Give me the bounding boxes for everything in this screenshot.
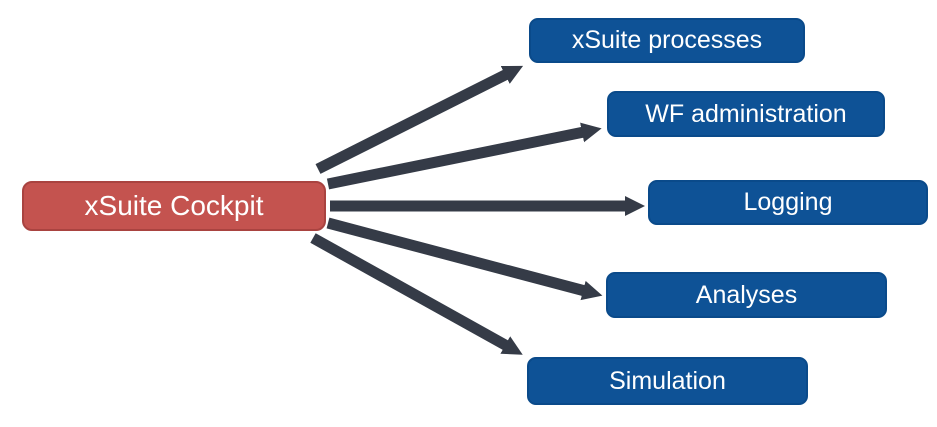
- node-xsuite-processes-label: xSuite processes: [571, 26, 763, 54]
- node-xsuite-cockpit: xSuite Cockpit: [22, 181, 326, 231]
- node-wf-administration-label: WF administration: [645, 99, 847, 128]
- node-simulation-label: Simulation: [609, 366, 726, 395]
- node-analyses-label: Analyses: [695, 280, 798, 309]
- node-simulation: Simulation: [527, 357, 808, 405]
- arrow-to-simulation: [310, 233, 523, 355]
- node-xsuite-cockpit-label: xSuite Cockpit: [84, 190, 264, 221]
- arrow-to-analyses: [326, 217, 603, 301]
- node-analyses: Analyses: [606, 272, 887, 318]
- arrow-to-xsuite-processes: [315, 65, 524, 174]
- node-logging: Logging: [648, 180, 928, 225]
- node-logging-label: Logging: [743, 188, 833, 216]
- node-wf-administration: WF administration: [607, 91, 885, 137]
- arrow-to-wf-administration: [326, 122, 602, 190]
- node-xsuite-processes: xSuite processes: [529, 18, 805, 63]
